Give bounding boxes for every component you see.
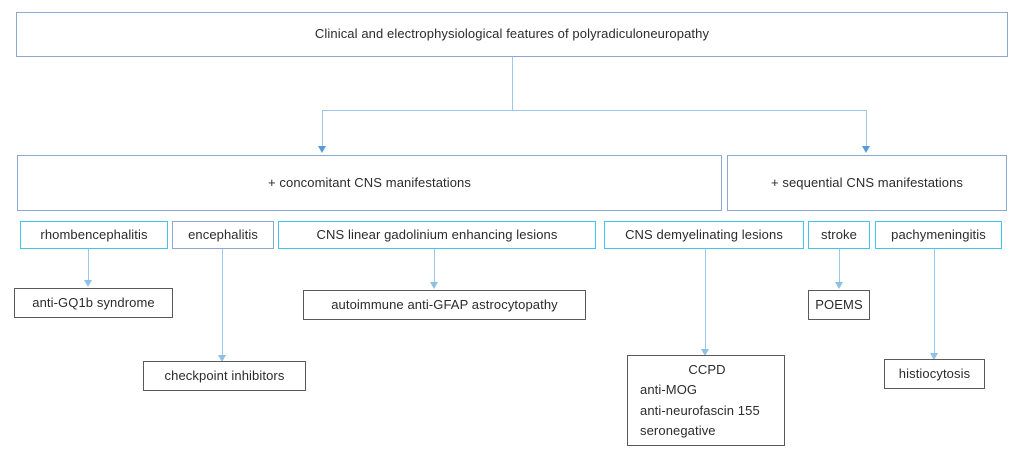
connector-to-sequential (866, 110, 867, 148)
diagnosis-node-checkpoint-inhibitors-label: checkpoint inhibitors (164, 367, 285, 383)
arrowhead-to-sequential (862, 146, 870, 153)
condition-node-demyelinating-lesions[interactable]: CNS demyelinating lesions (604, 221, 804, 249)
diagnosis-node-poems-label: POEMS (815, 296, 863, 312)
condition-node-rhombencephalitis[interactable]: rhombencephalitis (20, 221, 168, 249)
branch-node-concomitant-label: + concomitant CNS manifestations (268, 174, 471, 190)
connector-gadolinium-to-gfap (434, 249, 435, 284)
condition-node-pachymeningitis-label: pachymeningitis (891, 226, 986, 242)
diagnosis-node-ccpd-line-anti-neurofascin: anti-neurofascin 155 (640, 402, 760, 418)
arrowhead-to-ccpd (701, 349, 709, 356)
diagnosis-node-checkpoint-inhibitors[interactable]: checkpoint inhibitors (143, 361, 306, 391)
diagnosis-node-histiocytosis-label: histiocytosis (898, 365, 971, 381)
diagnosis-node-anti-gq1b-syndrome[interactable]: anti-GQ1b syndrome (14, 288, 173, 318)
condition-node-encephalitis[interactable]: encephalitis (172, 221, 274, 249)
diagnosis-node-poems[interactable]: POEMS (808, 290, 870, 320)
arrowhead-to-histiocytosis (930, 353, 938, 360)
connector-root-split-bar (322, 110, 867, 111)
diagnosis-node-ccpd-line-seronegative: seronegative (640, 422, 716, 438)
root-node-label: Clinical and electrophysiological featur… (314, 26, 710, 42)
connector-root-stem (512, 57, 513, 110)
diagnosis-node-ccpd-line-anti-mog: anti-MOG (640, 382, 698, 398)
arrowhead-to-gfap (430, 282, 438, 289)
connector-pachymeningitis-to-histiocytosis (934, 249, 935, 355)
connector-encephalitis-to-checkpoint (222, 249, 223, 357)
arrowhead-to-checkpoint (218, 355, 226, 362)
connector-stroke-to-poems (839, 249, 840, 284)
arrowhead-to-gq1b (84, 280, 92, 287)
branch-node-sequential[interactable]: + sequential CNS manifestations (727, 155, 1007, 211)
connector-rhombencephalitis-to-gq1b (88, 249, 89, 282)
condition-node-pachymeningitis[interactable]: pachymeningitis (875, 221, 1002, 249)
condition-node-stroke-label: stroke (820, 226, 857, 242)
connector-demyelinating-to-ccpd (705, 249, 706, 351)
arrowhead-to-poems (835, 282, 843, 289)
diagnosis-node-anti-gq1b-syndrome-label: anti-GQ1b syndrome (32, 294, 155, 310)
diagnosis-node-ccpd[interactable]: CCPD anti-MOG anti-neurofascin 155 seron… (627, 355, 785, 446)
condition-node-rhombencephalitis-label: rhombencephalitis (40, 226, 148, 242)
diagnosis-node-anti-gfap-astrocytopathy[interactable]: autoimmune anti-GFAP astrocytopathy (303, 290, 586, 320)
arrowhead-to-concomitant (318, 146, 326, 153)
condition-node-gadolinium-lesions-label: CNS linear gadolinium enhancing lesions (316, 226, 558, 242)
condition-node-demyelinating-lesions-label: CNS demyelinating lesions (625, 226, 783, 242)
diagnosis-node-ccpd-heading: CCPD (688, 362, 726, 377)
branch-node-sequential-label: + sequential CNS manifestations (770, 174, 964, 190)
diagnosis-node-anti-gfap-astrocytopathy-label: autoimmune anti-GFAP astrocytopathy (331, 296, 558, 312)
root-node-polyradiculoneuropathy[interactable]: Clinical and electrophysiological featur… (16, 12, 1008, 57)
condition-node-encephalitis-label: encephalitis (188, 226, 258, 242)
condition-node-stroke[interactable]: stroke (808, 221, 870, 249)
branch-node-concomitant[interactable]: + concomitant CNS manifestations (17, 155, 722, 211)
connector-to-concomitant (322, 110, 323, 148)
diagnosis-node-histiocytosis[interactable]: histiocytosis (884, 359, 985, 389)
condition-node-gadolinium-lesions[interactable]: CNS linear gadolinium enhancing lesions (278, 221, 596, 249)
